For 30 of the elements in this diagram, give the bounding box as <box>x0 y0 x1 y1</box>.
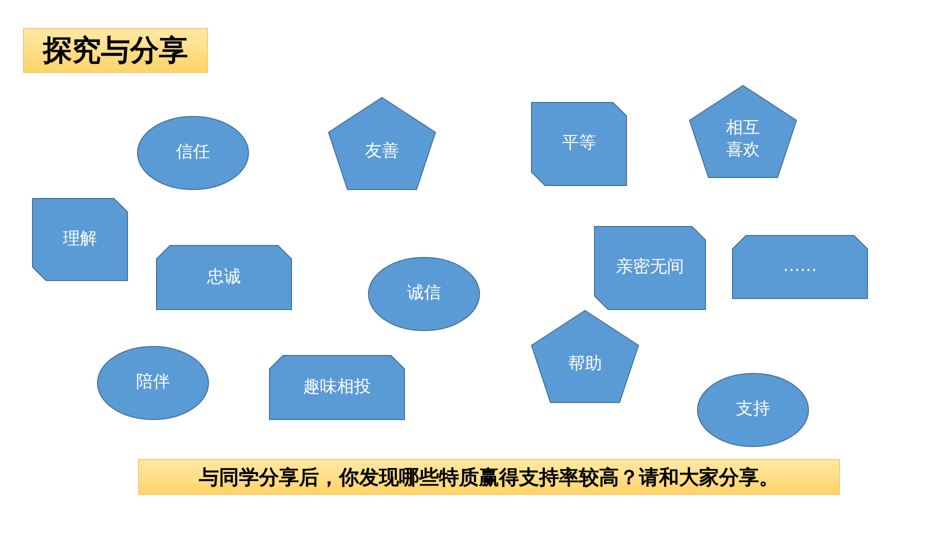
snipped-rectangle <box>531 102 627 186</box>
ellipse-shape <box>137 116 249 190</box>
snipped-rectangle <box>594 226 706 310</box>
pentagon-shape <box>689 85 797 178</box>
question-banner <box>138 459 840 495</box>
pentagon-shape <box>328 97 436 190</box>
node-label: 理解 <box>63 228 97 250</box>
node-label: 趣味相投 <box>303 376 371 398</box>
node-label: 忠诚 <box>207 266 241 288</box>
ellipse-shape <box>368 257 480 331</box>
node-label: 帮助 <box>568 354 602 376</box>
node-label: 支持 <box>736 399 770 421</box>
snipped-rectangle <box>156 245 292 310</box>
node-label: 陪伴 <box>136 372 170 394</box>
node-label: 平等 <box>562 133 596 155</box>
question-text: 与同学分享后，你发现哪些特质赢得支持率较高？请和大家分享。 <box>199 464 779 491</box>
title-text: 探究与分享 <box>41 32 189 69</box>
node-label: 诚信 <box>407 283 441 305</box>
node-label: …… <box>783 256 817 278</box>
pentagon-shape <box>531 310 639 403</box>
node-label: 信任 <box>176 142 210 164</box>
snipped-rectangle <box>732 235 868 299</box>
node-label: 友善 <box>365 140 399 162</box>
title-banner <box>23 28 208 73</box>
snipped-rectangle <box>32 198 128 281</box>
node-label: 亲密无间 <box>616 257 684 279</box>
snipped-rectangle <box>269 355 405 420</box>
ellipse-shape <box>697 373 809 447</box>
node-label: 相互喜欢 <box>725 118 761 161</box>
ellipse-shape <box>97 346 209 420</box>
